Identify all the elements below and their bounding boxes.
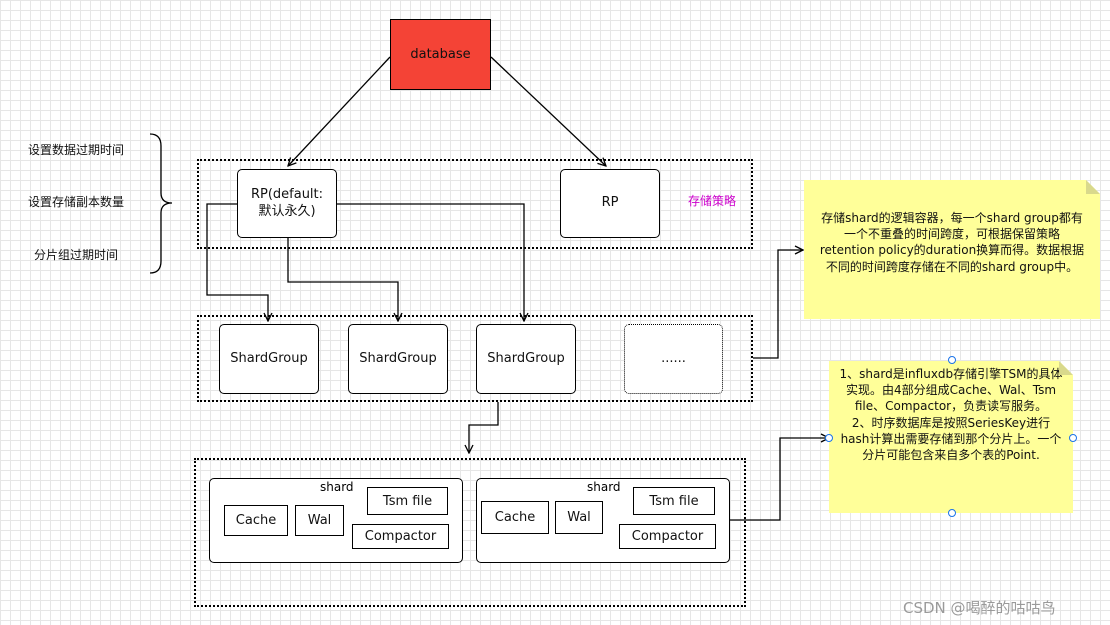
shard-title: shard [320,480,354,494]
shard-node-1[interactable]: shard Cache Wal Tsm file Compactor [209,478,463,563]
cache-label: Cache [235,513,277,528]
retention-policy-container [197,159,753,249]
shardgroup-node-3[interactable]: ShardGroup [476,324,576,394]
compactor-box[interactable]: Compactor [352,524,449,549]
shardgroup-container [197,315,753,402]
side-label-shard-expiry: 分片组过期时间 [34,248,119,262]
shard-note-text: 1、shard是influxdb存储引擎TSM的具体实现。由4部分组成Cache… [839,367,1063,462]
cache-box[interactable]: Cache [481,501,549,534]
resize-handle-icon[interactable] [948,356,956,364]
shardgroup-note[interactable]: 存储shard的逻辑容器，每一个shard group都有一个不重叠的时间跨度，… [804,180,1100,319]
watermark: CSDN @喝醉的咕咕鸟 [903,599,1056,617]
shardgroup-node-2[interactable]: ShardGroup [348,324,448,394]
shardgroup-node-1[interactable]: ShardGroup [219,324,319,394]
shardgroup-label: ShardGroup [359,350,437,366]
tsm-file-box[interactable]: Tsm file [633,487,715,515]
side-label-data-expiry: 设置数据过期时间 [28,143,125,157]
rp-node[interactable]: RP [560,169,660,238]
shard-note[interactable]: 1、shard是influxdb存储引擎TSM的具体实现。由4部分组成Cache… [829,361,1073,513]
side-brace [149,133,173,274]
cache-box[interactable]: Cache [224,505,288,536]
compactor-label: Compactor [631,529,704,544]
compactor-label: Compactor [364,529,437,544]
edge-database-rp2 [490,56,606,166]
edge-shardgroups-shards [469,402,499,453]
resize-handle-icon[interactable] [948,509,956,517]
rp-label: RP [601,195,619,211]
wal-label: Wal [307,513,332,528]
shard-node-2[interactable]: shard Cache Wal Tsm file Compactor [476,478,730,563]
shard-container [194,458,746,607]
edge-shards-note2 [730,438,829,521]
resize-handle-icon[interactable] [1069,434,1077,442]
side-label-replica-count: 设置存储副本数量 [28,195,125,209]
edge-rp1-shardgroup2 [287,238,398,321]
edge-shardgroups-note1 [753,250,803,359]
shardgroup-note-text: 存储shard的逻辑容器，每一个shard group都有一个不重叠的时间跨度，… [819,211,1085,274]
shardgroup-label: ShardGroup [230,350,308,366]
database-node[interactable]: database [390,19,491,90]
shardgroup-label: ShardGroup [487,350,565,366]
tsm-file-label: Tsm file [649,493,699,509]
edge-database-rp1 [288,56,391,166]
compactor-box[interactable]: Compactor [619,524,716,549]
tsm-file-label: Tsm file [382,493,433,509]
edge-rp1-shardgroup1 [206,203,268,321]
wal-box[interactable]: Wal [555,501,603,534]
resize-handle-icon[interactable] [825,434,833,442]
cache-label: Cache [494,510,536,525]
storage-policy-label: 存储策略 [688,194,737,208]
rp-default-node[interactable]: RP(default: 默认永久) [237,169,337,238]
shardgroup-more-node[interactable]: ...... [624,324,723,394]
edge-rp1-shardgroup3 [337,203,524,321]
rp-default-label: RP(default: 默认永久) [250,186,324,219]
wal-box[interactable]: Wal [295,505,344,536]
tsm-file-box[interactable]: Tsm file [367,487,448,515]
database-label: database [410,47,471,62]
shard-title: shard [587,480,621,494]
wal-label: Wal [567,510,591,525]
shardgroup-more-label: ...... [661,350,686,366]
